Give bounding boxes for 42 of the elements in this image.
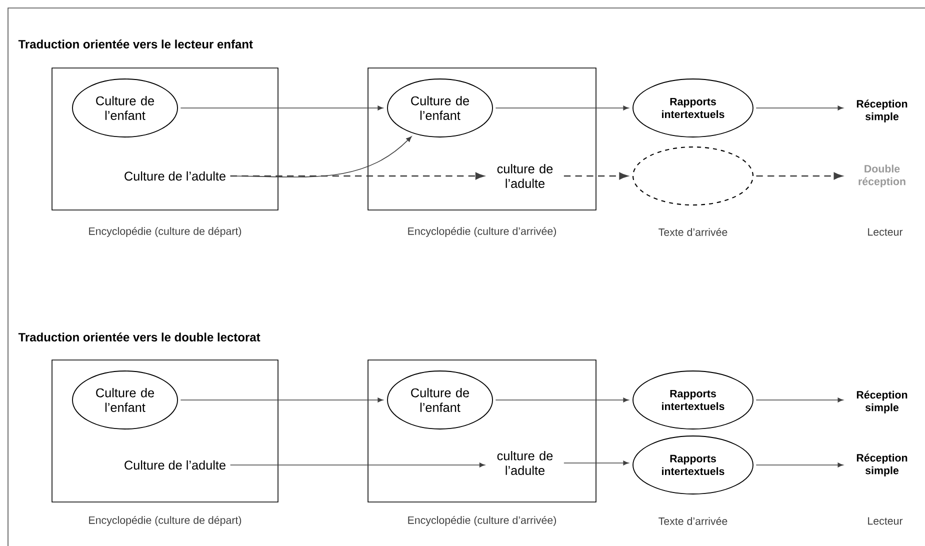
node-text: Culture de l’adulte	[124, 460, 226, 470]
section-heading: Traduction orientée vers le double lectorat	[18, 332, 260, 342]
node-text: Culture de l’adulte	[124, 171, 226, 181]
reader-text: Réception simple	[856, 390, 908, 414]
frame-box	[368, 360, 596, 502]
reader-text: Réception simple	[856, 454, 908, 476]
reader-text: Double réception	[858, 164, 906, 188]
arrow	[564, 460, 629, 466]
section-heading: Traduction orientée vers le lecteur enfant	[18, 40, 253, 48]
frame-box	[52, 360, 278, 502]
node-text: culture de l’adulte	[497, 164, 553, 188]
ellipse-node: Rapports intertextuels	[632, 370, 754, 430]
arrow	[564, 172, 628, 180]
column-caption: Encyclopédie (culture de départ)	[89, 226, 242, 238]
column-caption: Encyclopédie (culture d’arrivée)	[408, 226, 556, 238]
ellipse-node: Rapports intertextuels	[632, 78, 754, 138]
arrow	[756, 462, 844, 468]
frame-box	[368, 68, 596, 210]
arrow	[180, 398, 384, 402]
ellipse-node: Culture de l’enfant	[72, 78, 178, 138]
arrow	[230, 172, 484, 180]
reader-text: Réception simple	[856, 100, 908, 122]
arrow	[180, 106, 384, 110]
dashed-ellipse	[632, 146, 754, 206]
ellipse-node: Culture de l’enfant	[387, 370, 493, 430]
column-caption: Texte d’arrivée	[658, 517, 728, 525]
column-caption: Lecteur	[868, 517, 903, 525]
column-caption: Texte d’arrivée	[658, 228, 728, 236]
arrow	[756, 172, 843, 180]
ellipse-node: Culture de l’enfant	[72, 370, 178, 430]
arrow	[230, 462, 485, 468]
arrow	[756, 106, 844, 110]
node-text: culture de l’adulte	[497, 451, 553, 475]
column-caption: Lecteur	[868, 228, 903, 236]
ellipse-node: Culture de l’enfant	[387, 78, 493, 138]
arrow	[756, 398, 844, 402]
arrow	[495, 398, 629, 402]
column-caption: Encyclopédie (culture de départ)	[89, 516, 242, 526]
column-caption: Encyclopédie (culture d’arrivée)	[408, 516, 556, 526]
arrow	[495, 106, 629, 110]
ellipse-node: Rapports intertextuels	[632, 436, 754, 494]
frame-box	[52, 68, 278, 210]
